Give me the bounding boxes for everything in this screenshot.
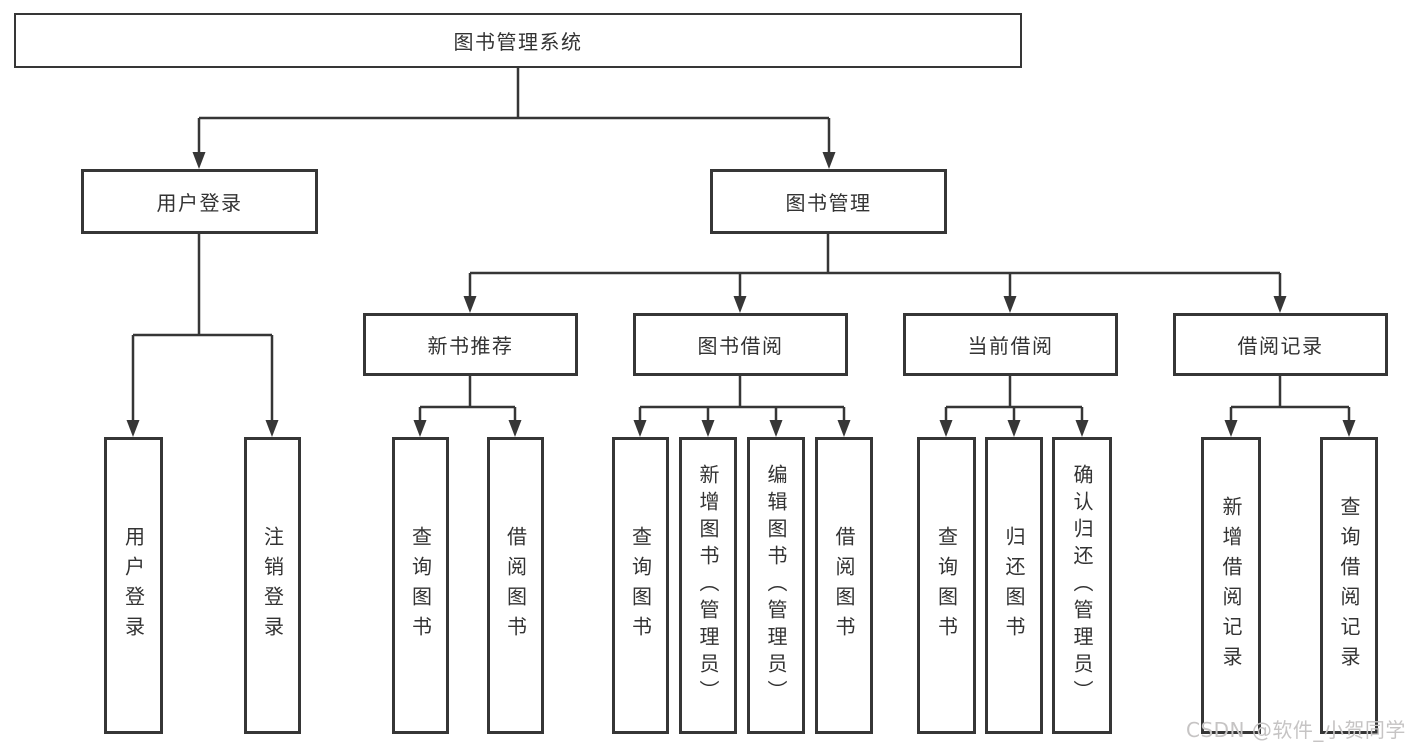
leaf-label: 借阅图书 [832, 525, 856, 646]
leaf-label: 编辑图书（管理员） [764, 464, 788, 707]
leaf-return-books: 归还图书 [985, 437, 1043, 734]
leaf-query-books-1: 查询图书 [392, 437, 449, 734]
leaf-query-books-3: 查询图书 [917, 437, 976, 734]
leaf-label: 用户登录 [121, 525, 146, 646]
connector-paths [131, 68, 1351, 423]
node-label: 当前借阅 [967, 334, 1054, 358]
node-label: 新书推荐 [427, 334, 514, 358]
node-new-book-recommend: 新书推荐 [363, 313, 578, 376]
leaf-logout: 注销登录 [244, 437, 301, 734]
leaf-add-borrow-record: 新增借阅记录 [1201, 437, 1261, 734]
node-label: 图书借阅 [697, 334, 784, 358]
leaf-label: 查询图书 [628, 525, 653, 646]
node-borrow-record: 借阅记录 [1173, 313, 1388, 376]
node-user-login-branch: 用户登录 [81, 169, 318, 234]
leaf-query-borrow-record: 查询借阅记录 [1320, 437, 1378, 734]
leaf-label: 新增图书（管理员） [696, 464, 720, 707]
node-current-borrow: 当前借阅 [903, 313, 1118, 376]
leaf-borrow-books-2: 借阅图书 [815, 437, 873, 734]
csdn-watermark: CSDN @软件_小贺同学 [1186, 718, 1405, 742]
node-root: 图书管理系统 [14, 13, 1022, 68]
leaf-label: 查询图书 [408, 525, 433, 646]
leaf-label: 确认归还（管理员） [1070, 464, 1094, 707]
node-label: 图书管理 [785, 191, 872, 215]
leaf-user-login: 用户登录 [104, 437, 163, 734]
node-root-label: 图书管理系统 [453, 30, 583, 54]
node-label: 借阅记录 [1237, 334, 1324, 358]
leaf-query-books-2: 查询图书 [612, 437, 669, 734]
node-label: 用户登录 [156, 191, 243, 215]
leaf-label: 借阅图书 [503, 525, 528, 646]
leaf-confirm-return-admin: 确认归还（管理员） [1052, 437, 1112, 734]
leaf-add-books-admin: 新增图书（管理员） [679, 437, 737, 734]
leaf-edit-books-admin: 编辑图书（管理员） [747, 437, 805, 734]
leaf-label: 归还图书 [1002, 525, 1026, 646]
leaf-label: 查询图书 [934, 525, 959, 646]
node-book-management-branch: 图书管理 [710, 169, 947, 234]
leaf-label: 注销登录 [260, 525, 285, 646]
leaf-borrow-books-1: 借阅图书 [487, 437, 544, 734]
node-book-borrow: 图书借阅 [633, 313, 848, 376]
leaf-label: 查询借阅记录 [1337, 495, 1361, 676]
leaf-label: 新增借阅记录 [1219, 495, 1243, 676]
